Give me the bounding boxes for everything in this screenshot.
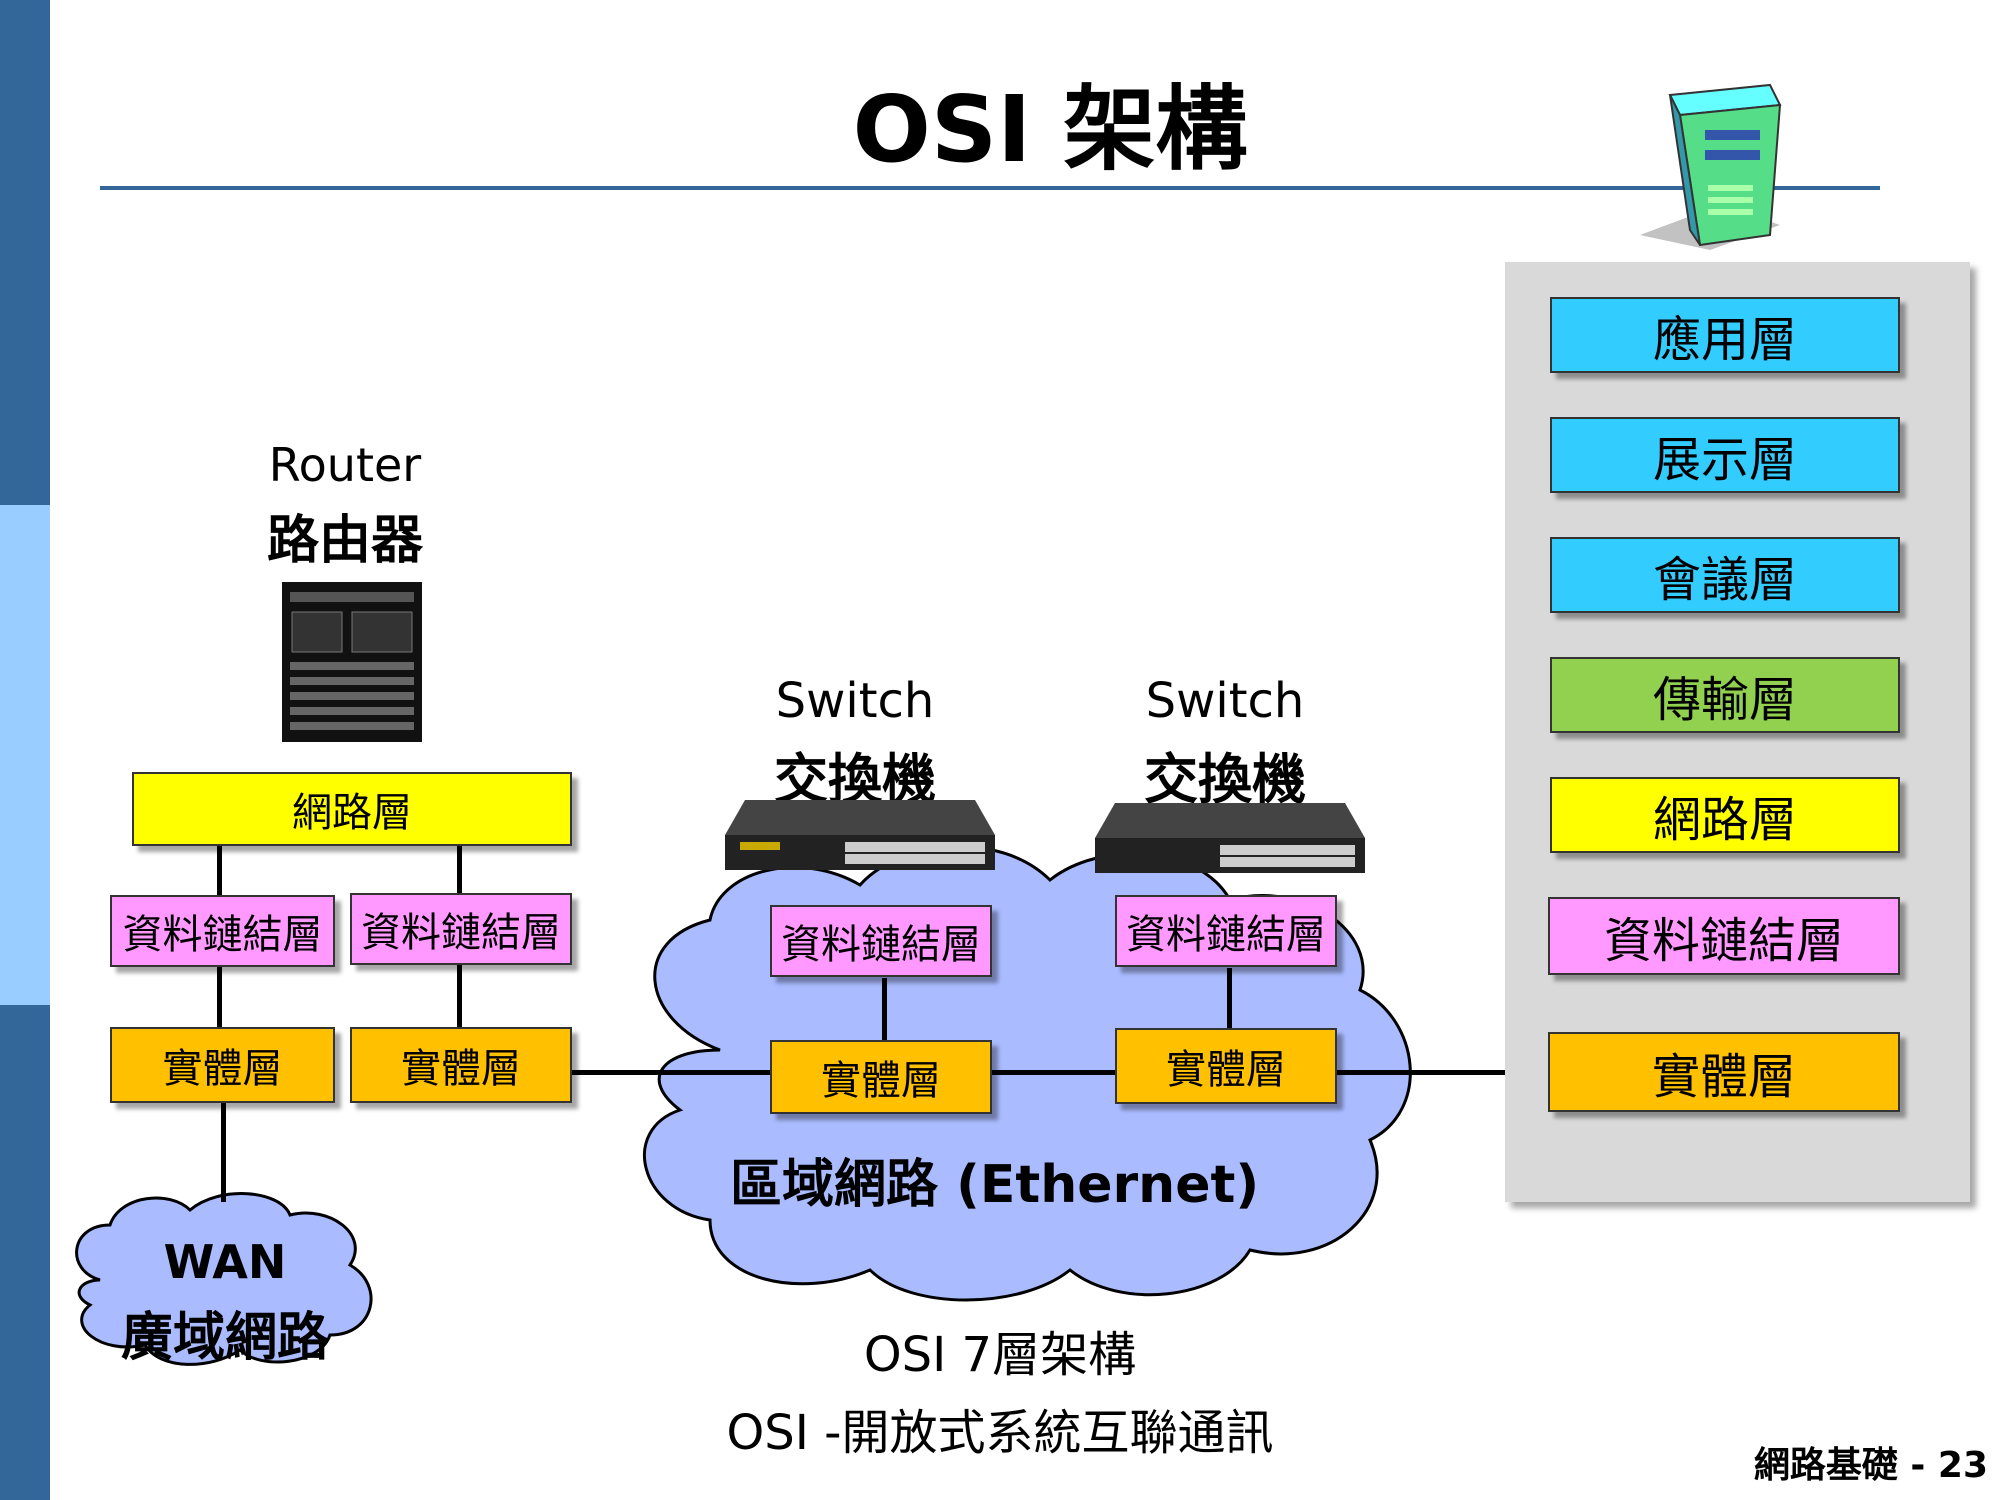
osi-layer-presentation: 展示層 <box>1550 417 1900 493</box>
router-physical-layer-right: 實體層 <box>350 1027 572 1103</box>
switch2-datalink-layer: 資料鏈結層 <box>1115 895 1337 967</box>
osi-layer-network: 網路層 <box>1550 777 1900 853</box>
wan-label-en: WAN <box>163 1235 287 1289</box>
left-sidebar-highlight <box>0 505 50 1005</box>
server-icon <box>1640 83 1782 250</box>
router-vline-left-2 <box>217 963 222 1028</box>
router-label-en: Router <box>268 438 422 492</box>
router-device-icon <box>282 582 422 742</box>
router-network-layer: 網路層 <box>132 772 572 846</box>
switch2-device-icon <box>1095 803 1365 873</box>
wan-label-zh: 廣域網路 <box>120 1308 329 1368</box>
page-footer: 網路基礎 - 23 <box>1753 1445 1988 1486</box>
osi-layer-session: 會議層 <box>1550 537 1900 613</box>
switch1-physical-layer: 實體層 <box>770 1040 992 1114</box>
router-wan-line <box>221 1102 226 1202</box>
router-label-zh: 路由器 <box>266 511 423 571</box>
switch1-device-icon <box>725 800 995 870</box>
switch1-label-en: Switch <box>775 673 935 729</box>
router-datalink-layer-right: 資料鏈結層 <box>350 893 572 965</box>
osi-layer-datalink: 資料鏈結層 <box>1548 897 1900 975</box>
switch1-vline <box>882 978 887 1040</box>
osi-layer-physical: 實體層 <box>1548 1032 1900 1112</box>
switch2-label-zh: 交換機 <box>1144 748 1306 811</box>
caption-line1: OSI 7層架構 <box>863 1327 1137 1383</box>
router-vline-right-2 <box>457 963 462 1028</box>
lan-label: 區域網路 (Ethernet) <box>730 1155 1260 1215</box>
ethernet-link-line <box>570 1070 1505 1075</box>
osi-layer-transport: 傳輸層 <box>1550 657 1900 733</box>
router-vline-left <box>217 845 222 895</box>
title-underline <box>100 186 1880 190</box>
osi-layer-application: 應用層 <box>1550 297 1900 373</box>
router-vline-right <box>457 845 462 895</box>
router-datalink-layer-left: 資料鏈結層 <box>110 895 335 967</box>
caption-line2: OSI -開放式系統互聯通訊 <box>726 1405 1274 1461</box>
switch2-label-en: Switch <box>1145 673 1305 729</box>
router-physical-layer-left: 實體層 <box>110 1027 335 1103</box>
page-title: OSI 架構 <box>852 76 1248 183</box>
wan-cloud <box>75 1192 373 1366</box>
switch2-vline <box>1227 968 1232 1028</box>
switch1-datalink-layer: 資料鏈結層 <box>770 905 992 977</box>
switch2-physical-layer: 實體層 <box>1115 1028 1337 1104</box>
